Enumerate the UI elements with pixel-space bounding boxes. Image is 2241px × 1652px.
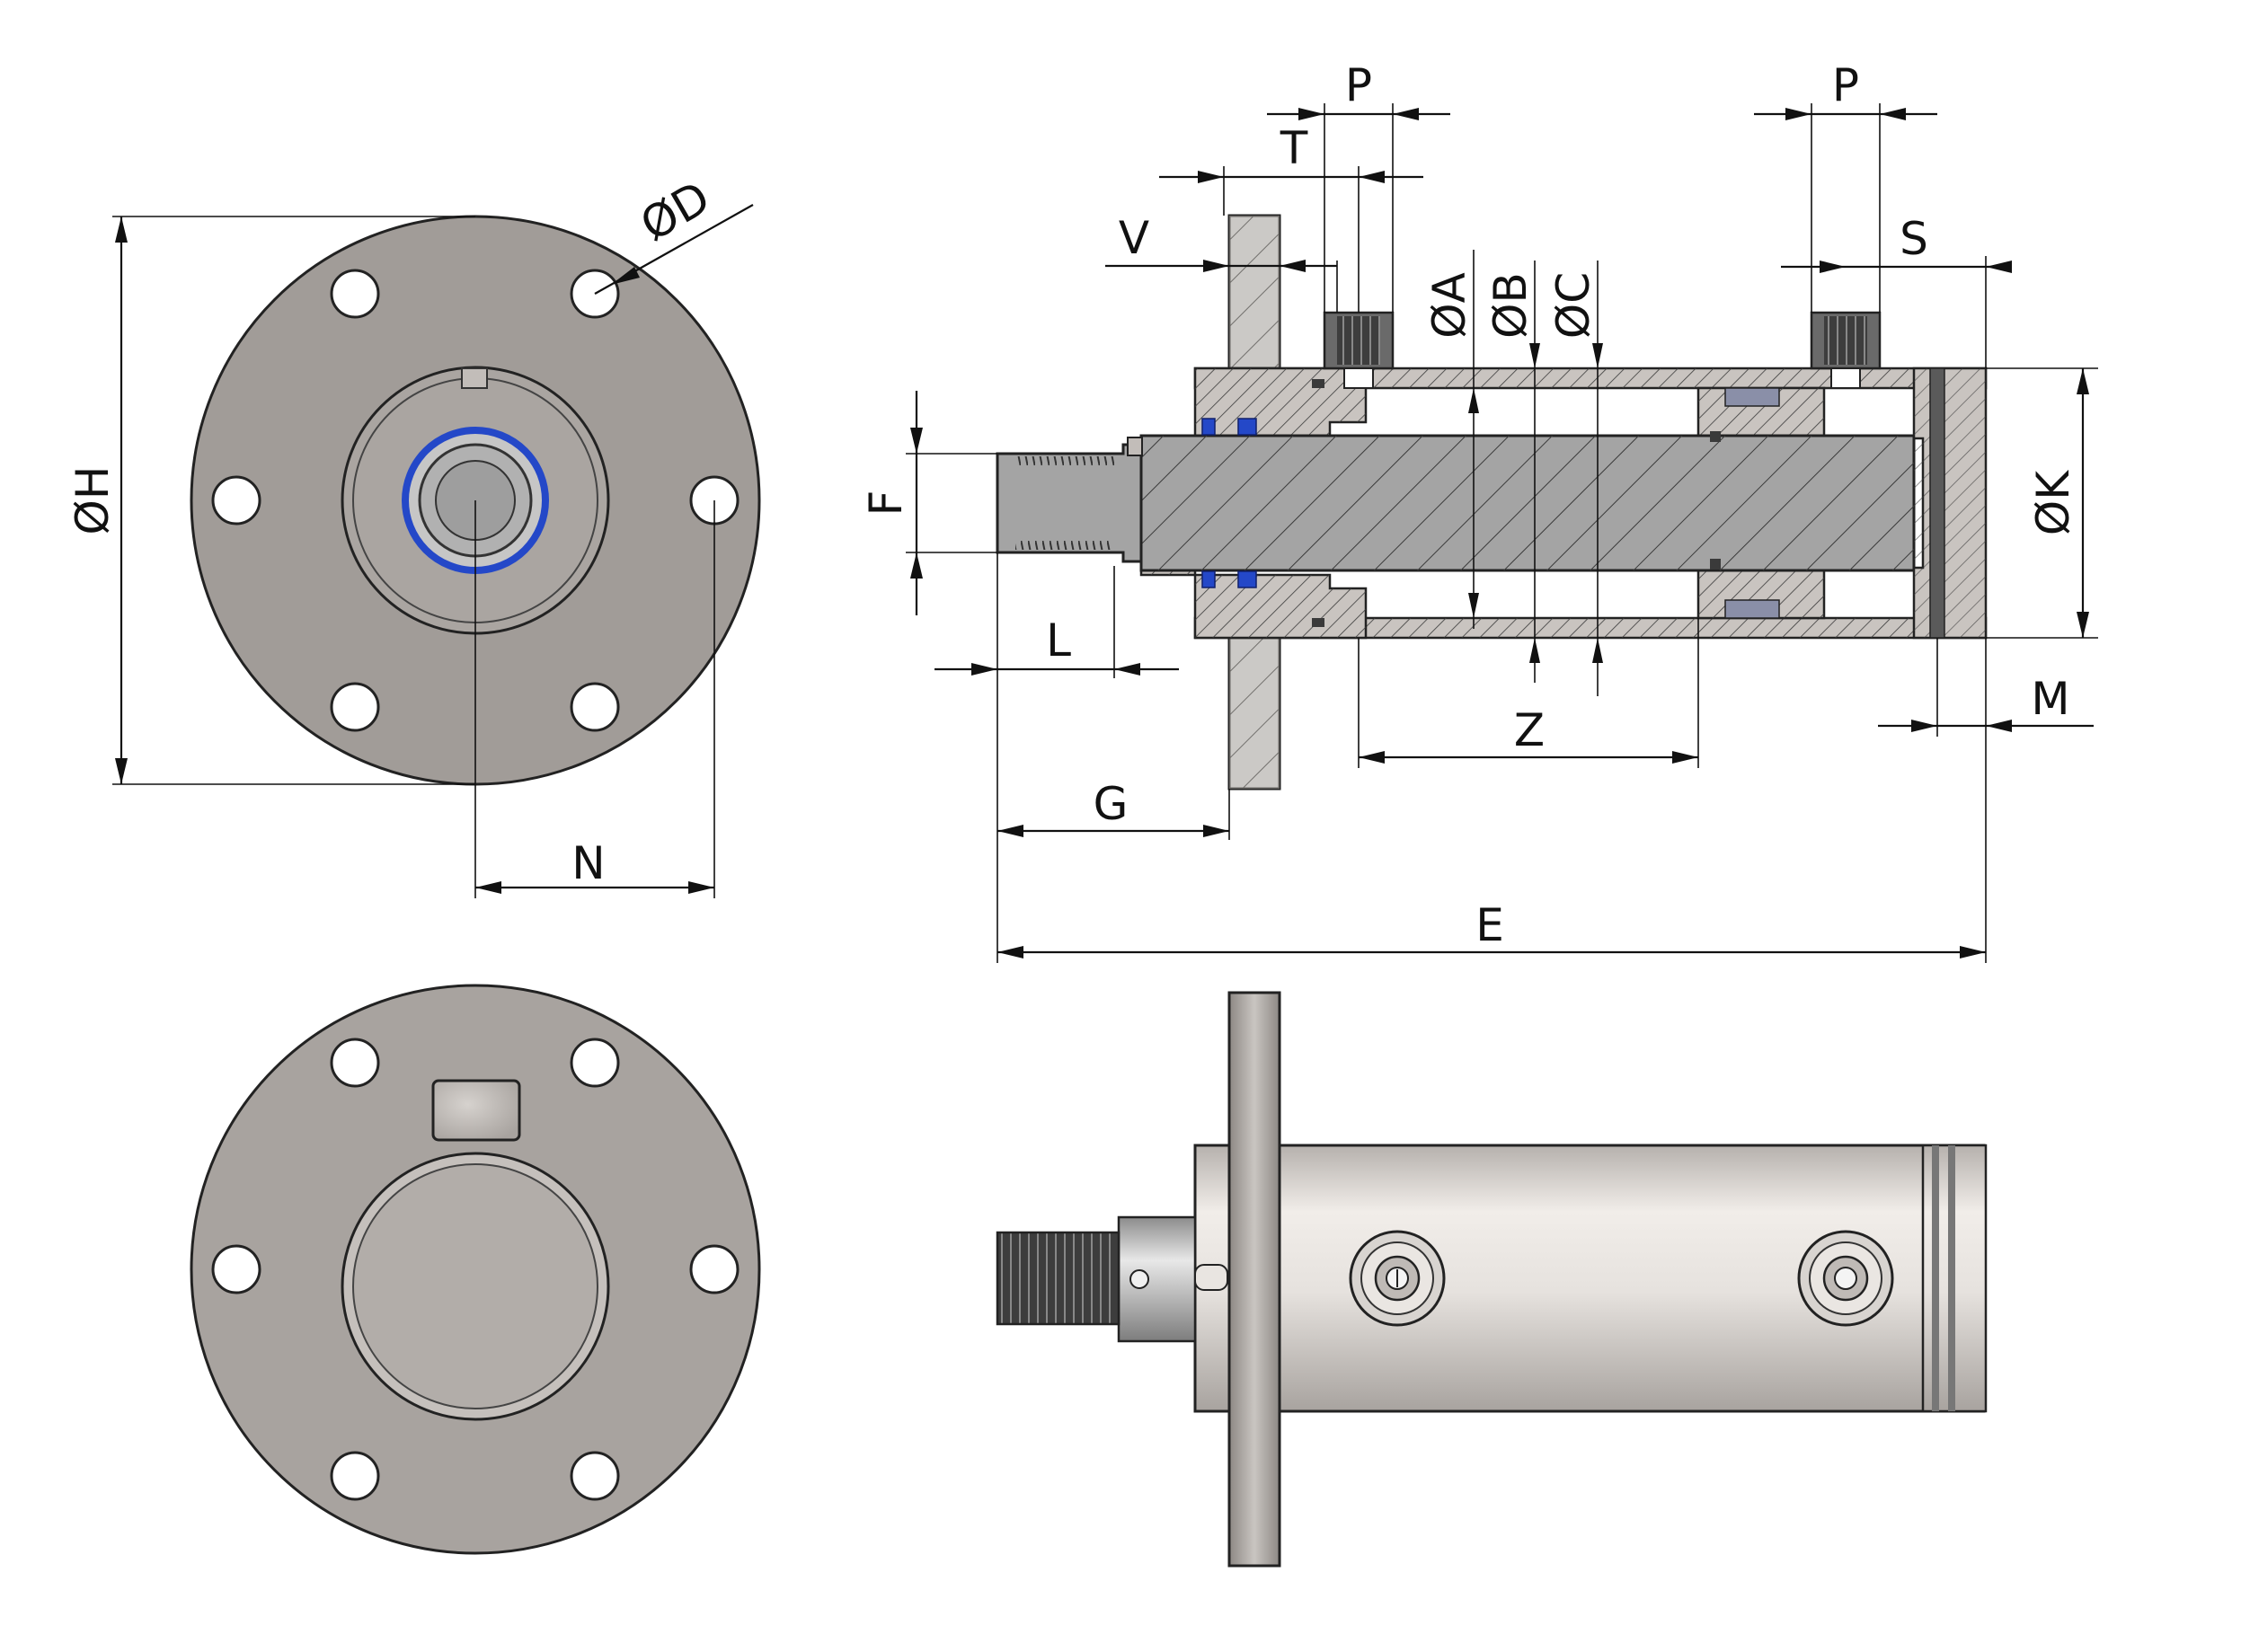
collar-pin [1129, 1269, 1149, 1289]
flange-side [1227, 991, 1281, 1568]
dim-label-z: Z [1514, 704, 1545, 756]
bolt-hole-icon [330, 682, 380, 732]
bolt-hole-icon [211, 475, 261, 526]
dim-label-k: ØK [2027, 470, 2079, 535]
dim-label-p-front: P [1345, 59, 1372, 111]
dim-label-h: ØH [66, 466, 119, 535]
threaded-port-icon [1349, 1230, 1446, 1327]
rod-thread-end [996, 443, 1143, 563]
bolt-hole-icon [689, 1244, 740, 1294]
rod-seals [1201, 418, 1257, 588]
side-view [996, 991, 1988, 1568]
bolt-hole-icon [570, 1038, 620, 1088]
gland-key [461, 367, 488, 389]
dim-label-p-rear: P [1832, 59, 1859, 111]
tube-end-face [352, 1163, 598, 1409]
port-fitting-front [1323, 311, 1395, 389]
dim-label-n: N [571, 837, 605, 889]
section-view: ØA ØB ØC P T V P S [860, 59, 2098, 963]
piston-seals [1312, 379, 1780, 627]
rear-view [190, 984, 761, 1555]
port-boss [431, 1079, 521, 1142]
rod-key [1127, 437, 1143, 456]
port-fitting-rear [1810, 311, 1882, 389]
dim-label-f: F [860, 490, 912, 517]
dim-label-b: ØB [1484, 272, 1537, 339]
bolt-hole-icon [570, 682, 620, 732]
dim-label-d: ØD [632, 172, 718, 252]
rod-key-side [1194, 1264, 1228, 1291]
dim-label-l: L [1046, 614, 1071, 667]
bolt-hole-icon [570, 1451, 620, 1501]
dim-label-m: M [2031, 673, 2069, 725]
dim-label-g: G [1094, 778, 1129, 830]
bolt-hole-icon [330, 1451, 380, 1501]
dim-label-s: S [1900, 213, 1928, 265]
dim-label-v: V [1119, 212, 1149, 264]
dim-label-a: ØA [1423, 272, 1475, 339]
bolt-hole-icon [211, 1244, 261, 1294]
dim-label-t: T [1280, 122, 1308, 174]
rod-thread-side [996, 1231, 1120, 1326]
mounting-holes [211, 269, 740, 732]
bolt-hole-icon [330, 269, 380, 319]
dim-label-e: E [1475, 899, 1504, 951]
front-view: ØH ØD N [66, 172, 761, 898]
end-weld [1929, 367, 1945, 639]
threaded-port-icon [1797, 1230, 1894, 1327]
dim-label-c: ØC [1547, 272, 1599, 339]
bolt-hole-icon [330, 1038, 380, 1088]
